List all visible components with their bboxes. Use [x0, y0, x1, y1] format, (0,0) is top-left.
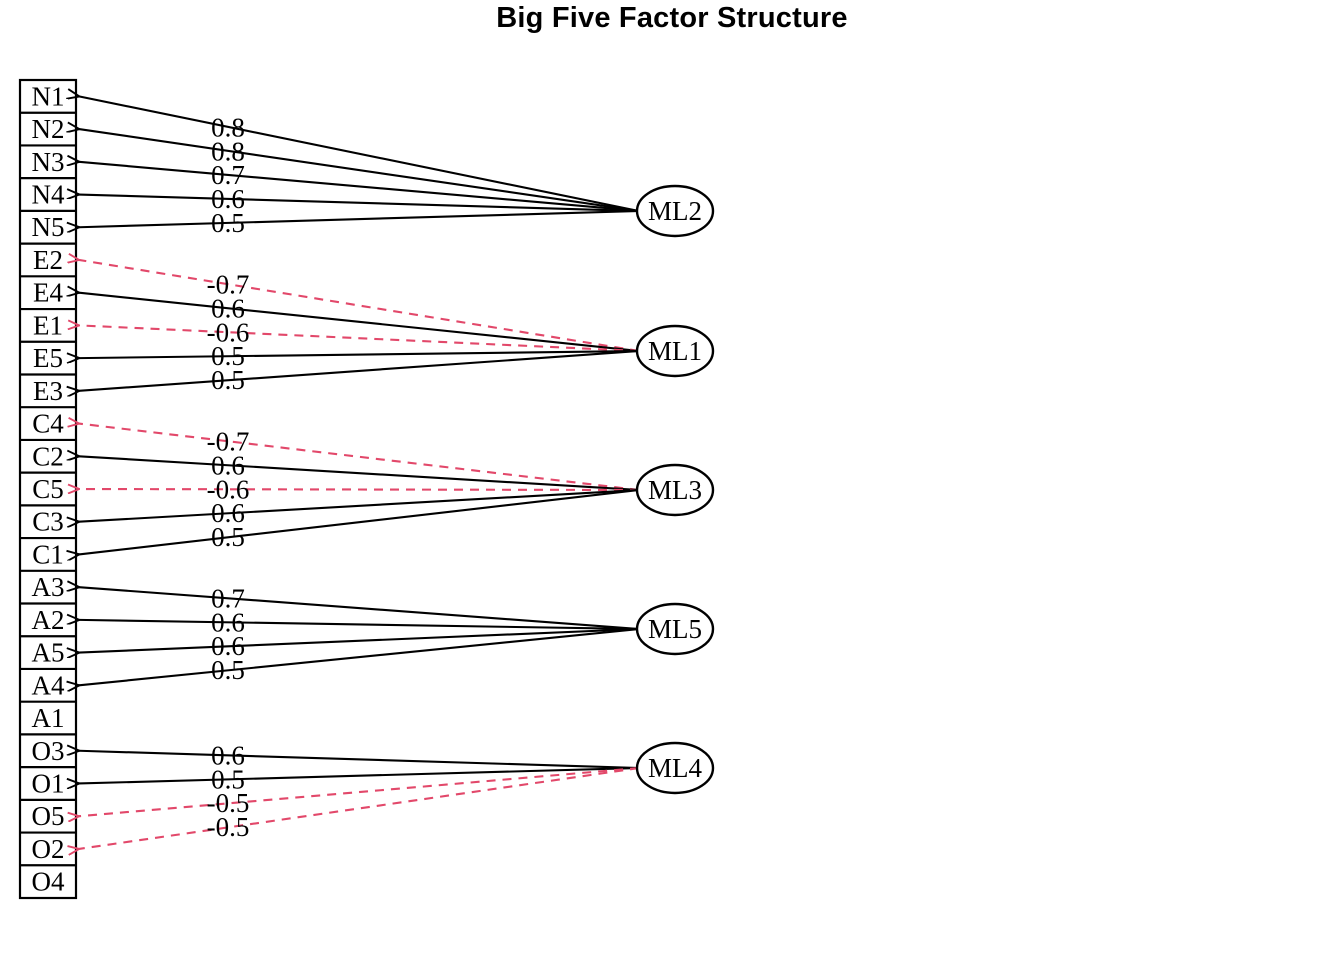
loading-path-ML1-E5	[79, 349, 640, 358]
loading-path-ML5-A4	[79, 627, 640, 685]
variable-label-E4: E4	[33, 278, 63, 308]
loading-paths-layer	[79, 96, 640, 849]
loading-value-ML1-E4: 0.6	[211, 293, 245, 323]
page-title: Big Five Factor Structure	[496, 2, 848, 34]
loading-path-ML2-N3	[79, 162, 640, 213]
loading-value-ML4-O3: 0.6	[211, 740, 245, 770]
loading-path-ML3-C5	[79, 489, 640, 490]
loading-path-ML4-O3	[79, 751, 640, 770]
loading-path-ML3-C4	[79, 424, 640, 492]
loading-path-ML1-E3	[79, 349, 640, 391]
loading-path-ML2-N2	[79, 129, 640, 213]
variable-label-C3: C3	[32, 507, 64, 537]
variable-label-C5: C5	[32, 474, 64, 504]
loading-path-ML4-O5	[79, 766, 640, 816]
variable-label-E1: E1	[33, 310, 63, 340]
loading-value-ML2-N2: 0.8	[211, 136, 245, 166]
loading-value-ML1-E2: -0.7	[207, 270, 250, 300]
variable-label-N1: N1	[32, 81, 65, 111]
loading-value-ML3-C5: -0.6	[207, 474, 250, 504]
factor-node-ML1[interactable]	[635, 324, 715, 378]
variable-label-A1: A1	[32, 703, 65, 733]
loading-value-ML5-A3: 0.7	[211, 583, 245, 613]
factor-node-ML4[interactable]	[635, 741, 715, 795]
loading-path-ML1-E1	[79, 325, 640, 353]
loading-path-ML5-A2	[79, 620, 640, 631]
loading-value-ML1-E1: -0.6	[207, 317, 250, 347]
factor-label-ML1: ML1	[648, 336, 702, 366]
variable-label-O2: O2	[32, 834, 65, 864]
loading-path-ML1-E4	[79, 293, 640, 353]
variable-label-O5: O5	[32, 801, 65, 831]
factor-node-ML3[interactable]	[635, 463, 715, 517]
variable-label-A4: A4	[32, 670, 65, 700]
loading-path-ML2-N4	[79, 195, 640, 213]
loading-path-ML4-O2	[79, 766, 640, 849]
variable-label-A2: A2	[32, 605, 65, 635]
loading-value-ML1-E5: 0.5	[211, 341, 245, 371]
variable-label-C1: C1	[32, 539, 64, 569]
variable-label-E5: E5	[33, 343, 63, 373]
variable-label-C2: C2	[32, 441, 64, 471]
variable-label-N4: N4	[32, 180, 65, 210]
manifest-variable-box	[18, 78, 78, 900]
loading-value-ML2-N4: 0.6	[211, 184, 245, 214]
factor-node-ML5[interactable]	[635, 602, 715, 656]
loading-value-labels: 0.80.80.70.60.5-0.70.6-0.60.50.5-0.70.6-…	[207, 112, 250, 842]
loading-value-ML5-A2: 0.6	[211, 607, 245, 637]
variable-label-O1: O1	[32, 768, 65, 798]
variable-label-O3: O3	[32, 736, 65, 766]
loading-path-ML5-A3	[79, 587, 640, 631]
loading-value-ML5-A5: 0.6	[211, 631, 245, 661]
loading-value-ML4-O2: -0.5	[207, 812, 250, 842]
variable-label-E2: E2	[33, 245, 63, 275]
loading-path-ML3-C1	[79, 488, 640, 554]
loading-value-ML2-N3: 0.7	[211, 160, 245, 190]
loading-path-ML2-N1	[79, 96, 640, 213]
loading-value-ML3-C4: -0.7	[207, 427, 250, 457]
factor-label-ML2: ML2	[648, 196, 702, 226]
loading-path-ML5-A5	[79, 627, 640, 653]
loading-value-ML4-O5: -0.5	[207, 788, 250, 818]
loading-value-ML1-E3: 0.5	[211, 365, 245, 395]
factor-label-ML4: ML4	[648, 753, 703, 783]
manifest-variable-labels: N1N2N3N4N5E2E4E1E5E3C4C2C5C3C1A3A2A5A4A1…	[32, 81, 65, 896]
loading-value-ML4-O1: 0.5	[211, 764, 245, 794]
variable-label-A5: A5	[32, 638, 65, 668]
variable-label-O4: O4	[32, 867, 65, 897]
factor-label-ML3: ML3	[648, 475, 702, 505]
variable-label-N3: N3	[32, 147, 65, 177]
loading-path-ML3-C2	[79, 456, 640, 492]
variable-label-N2: N2	[32, 114, 65, 144]
loading-path-ML4-O1	[79, 766, 640, 783]
loading-value-ML2-N1: 0.8	[211, 112, 245, 142]
variable-label-E3: E3	[33, 376, 63, 406]
loading-value-ML3-C2: 0.6	[211, 450, 245, 480]
loading-value-ML3-C1: 0.5	[211, 522, 245, 552]
loading-value-ML3-C3: 0.6	[211, 498, 245, 528]
loading-value-ML5-A4: 0.5	[211, 655, 245, 685]
variable-label-N5: N5	[32, 212, 65, 242]
variable-label-C4: C4	[32, 409, 64, 439]
variable-label-A3: A3	[32, 572, 65, 602]
loading-value-ML2-N5: 0.5	[211, 208, 245, 238]
factor-label-ML5: ML5	[648, 614, 702, 644]
loading-path-ML1-E2	[79, 260, 640, 353]
loading-path-ML3-C3	[79, 488, 640, 522]
loading-path-ML2-N5	[79, 209, 640, 227]
factor-node-ML2[interactable]	[635, 184, 715, 238]
